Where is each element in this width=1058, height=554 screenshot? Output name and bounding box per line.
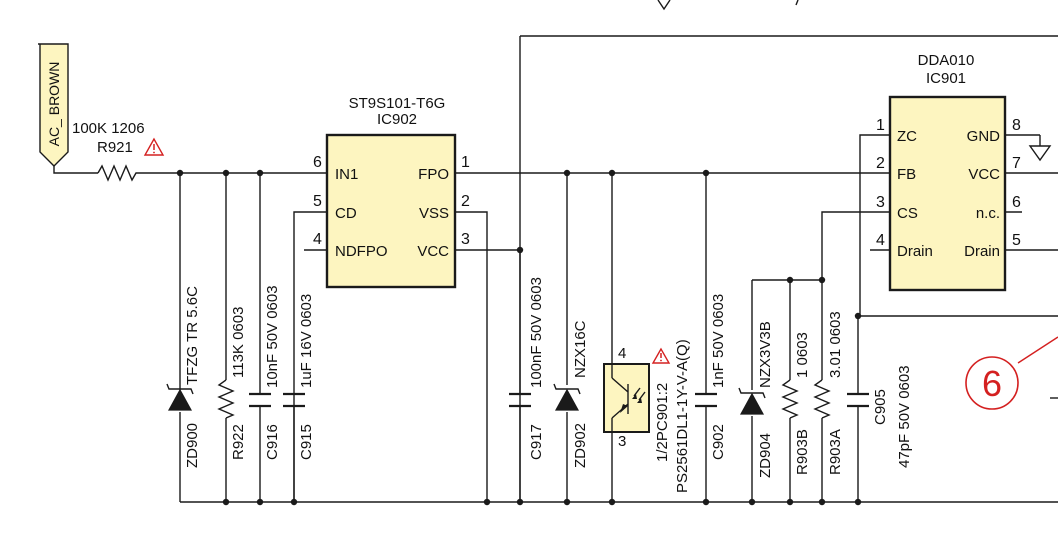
r903b-value: 1 0603: [794, 332, 811, 378]
junction-dots: [176, 169, 862, 506]
callout-6: 6: [965, 336, 1058, 410]
ic901-pin-num: 2: [876, 155, 885, 172]
ic902-pin-num: 3: [461, 231, 470, 248]
wiring: [53, 0, 1058, 503]
ic902-pin-num: 1: [461, 154, 470, 171]
ic901-pin-num: 8: [1012, 117, 1021, 134]
ic901-pin-name: n.c.: [976, 205, 1000, 222]
zd900-zener: [166, 380, 194, 411]
ic902-pin-num: 5: [313, 193, 322, 210]
r903a-value: 3.01 0603: [827, 311, 844, 378]
pc901-optocoupler: 4 3: [603, 345, 671, 450]
zd902-ref: ZD902: [572, 423, 589, 468]
ic902-pin-name: FPO: [418, 166, 449, 183]
zd904-value: NZX3V3B: [757, 321, 774, 388]
c915-ref: C915: [298, 424, 315, 460]
zd902-zener: [553, 383, 581, 411]
r921-resistor: 100K 1206 R921: [72, 120, 165, 182]
c902-value: 1nF 50V 0603: [710, 294, 727, 388]
c916-capacitor: [249, 392, 271, 408]
warning-icon: [651, 347, 671, 364]
component-leads: [179, 173, 859, 502]
ic901-pin-name: Drain: [964, 243, 1000, 260]
pc901-value: PS2561DL1-1Y-V-A(Q): [674, 339, 691, 493]
callout-number: 6: [982, 363, 1002, 404]
zd904-ref: ZD904: [757, 433, 774, 478]
c916-value: 10nF 50V 0603: [264, 285, 281, 388]
ic901: DDA010 IC901 1 ZC 2 FB 3 CS 4 Drain GND …: [876, 52, 1052, 292]
zd904-zener: [738, 387, 766, 415]
c902-capacitor: [695, 392, 717, 408]
ic901-pin-num: 7: [1012, 155, 1021, 172]
c915-capacitor: [283, 392, 305, 408]
warning-icon: [143, 137, 165, 156]
ic902-pin-name: NDFPO: [335, 243, 388, 260]
pc901-pin-bottom: 3: [618, 433, 626, 450]
ic902-pin-num: 2: [461, 193, 470, 210]
ic902-pin-name: VCC: [417, 243, 449, 260]
c902-ref: C902: [710, 424, 727, 460]
zd900-value: TFZG TR 5.6C: [184, 286, 201, 385]
r903b-ref: R903B: [794, 429, 811, 475]
ic902-pin-name: IN1: [335, 166, 358, 183]
c916-ref: C916: [264, 424, 281, 460]
ic901-part: DDA010: [918, 52, 975, 69]
ic901-pin-name: FB: [897, 166, 916, 183]
c917-ref: C917: [528, 424, 545, 460]
c905-value: 47pF 50V 0603: [896, 365, 913, 468]
r903b-resistor: [781, 379, 799, 419]
ac-brown-connector: AC_ BROWN: [38, 43, 69, 167]
ic902-pin-name: CD: [335, 205, 357, 222]
ic901-pin-name: VCC: [968, 166, 1000, 183]
r922-value: 113K 0603: [230, 307, 247, 378]
ic902-pin-name: VSS: [419, 205, 449, 222]
c905-capacitor: [847, 392, 869, 408]
ic901-pin-num: 6: [1012, 194, 1021, 211]
ic902-pin-num: 6: [313, 154, 322, 171]
c905-ref: C905: [872, 389, 889, 425]
ic902-pin-num: 4: [313, 231, 322, 248]
c917-value: 100nF 50V 0603: [528, 277, 545, 388]
connector-label: AC_ BROWN: [46, 62, 62, 147]
c917-capacitor: [509, 392, 531, 408]
ic901-pin-name: ZC: [897, 128, 917, 145]
ic901-pin-name: Drain: [897, 243, 933, 260]
ic901-pin-num: 3: [876, 194, 885, 211]
r921-value: 100K 1206: [72, 120, 145, 137]
r921-ref: R921: [97, 139, 133, 156]
ic901-pin-num: 4: [876, 232, 885, 249]
ground-icon: [1028, 135, 1052, 162]
ic901-pin-name: CS: [897, 205, 918, 222]
r903a-resistor: [813, 379, 831, 419]
zd900-ref: ZD900: [184, 423, 201, 468]
ic901-pin-num: 1: [876, 117, 885, 134]
r922-resistor: [217, 379, 235, 419]
r922-ref: R922: [230, 424, 247, 460]
ic902-part: ST9S101-T6G: [349, 95, 446, 112]
pc901-ref: 1/2PC901:2: [654, 383, 671, 462]
ic901-ref: IC901: [926, 70, 966, 87]
zd902-value: NZX16C: [572, 320, 589, 378]
r903a-ref: R903A: [827, 429, 844, 475]
pc901-pin-top: 4: [618, 345, 626, 362]
component-labels: TFZG TR 5.6C ZD900 113K 0603 R922 10nF 5…: [184, 277, 913, 493]
ic902: ST9S101-T6G IC902 6 IN1 5 CD 4 NDFPO FPO…: [313, 95, 470, 289]
ic901-pin-name: GND: [967, 128, 1001, 145]
ic901-pin-num: 5: [1012, 232, 1021, 249]
ic902-ref: IC902: [377, 111, 417, 128]
c915-value: 1uF 16V 0603: [298, 294, 315, 388]
